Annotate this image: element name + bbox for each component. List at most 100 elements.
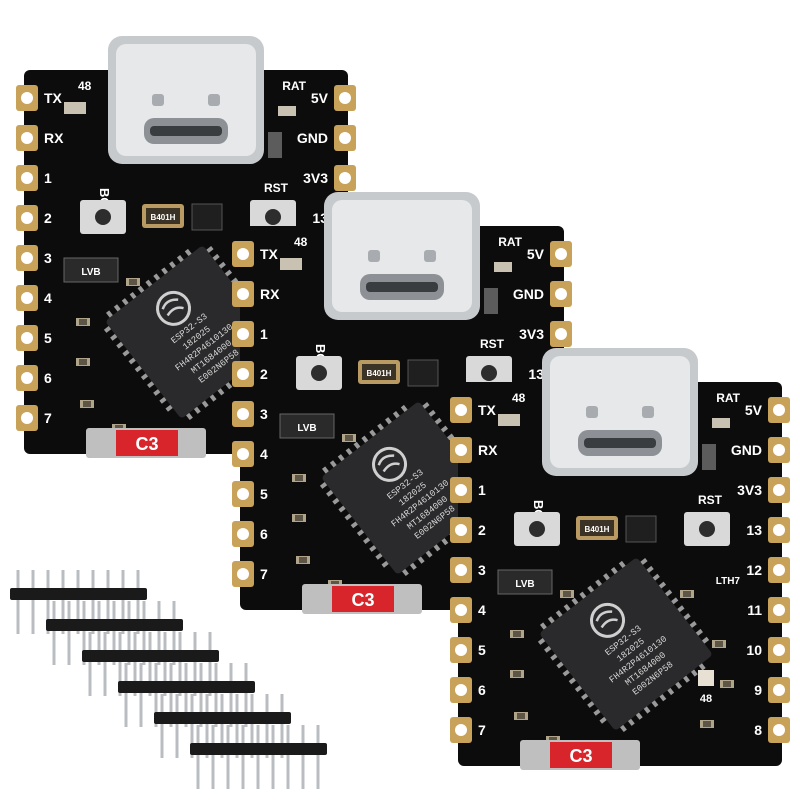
header-pin xyxy=(199,663,203,727)
chip-lead xyxy=(145,279,153,287)
header-pin xyxy=(286,725,290,789)
crystal-top xyxy=(580,520,614,536)
chip-lead xyxy=(701,636,710,644)
chip-lead xyxy=(137,285,145,293)
pin-label-right: 3V3 xyxy=(737,482,762,498)
usb-c-tongue xyxy=(150,126,222,136)
module-tag-label: C3 xyxy=(569,746,592,766)
chip-lead xyxy=(353,441,361,449)
header-pin xyxy=(133,632,137,696)
pad-hole-left xyxy=(21,132,33,144)
smd-capacitor-body xyxy=(345,435,353,441)
pin-header-strip xyxy=(46,601,183,665)
crystal-label: B401H xyxy=(367,369,392,378)
pin-label-left: 1 xyxy=(260,326,268,342)
smd-resistor xyxy=(278,106,296,116)
pin-label-right: 9 xyxy=(754,682,762,698)
rst-button-cap xyxy=(265,209,281,225)
pad-hole-left xyxy=(21,172,33,184)
pad-hole-left xyxy=(237,408,249,420)
chip-lead xyxy=(683,613,691,621)
chip-lead xyxy=(332,497,340,505)
chip-lead xyxy=(129,291,137,300)
chip-lead xyxy=(571,597,579,605)
crystal-top xyxy=(362,364,396,380)
pin-header-strip xyxy=(10,570,147,634)
header-pin xyxy=(316,725,320,789)
module-tag xyxy=(116,430,178,456)
chip-lead xyxy=(329,460,337,468)
board-svg: TX5VRXGND13V3213312411510697848RATBOOTRS… xyxy=(450,348,790,770)
chip-lead xyxy=(665,589,673,597)
chip-lead xyxy=(581,693,589,701)
chip-lead xyxy=(363,537,371,545)
chip-lead xyxy=(161,267,169,275)
boot-button-cap xyxy=(529,521,545,537)
header-pin xyxy=(250,694,254,758)
pin-label-left: TX xyxy=(260,246,279,262)
chip-lead xyxy=(409,562,417,570)
pin-label-left: 4 xyxy=(260,446,268,462)
smd-capacitor-body xyxy=(563,591,571,597)
rst-button-cap xyxy=(699,521,715,537)
chip-lead xyxy=(319,482,328,489)
header-pin xyxy=(301,725,305,789)
header-pin xyxy=(106,570,110,634)
chip-lead xyxy=(425,550,433,558)
chip-lead xyxy=(193,406,201,414)
chip-lead xyxy=(110,333,118,341)
esp32-s3-board-front: TX5VRXGND13V3213312411510697848RATBOOTRS… xyxy=(450,340,790,770)
pin-label-right: 12 xyxy=(746,562,762,578)
chip-lead xyxy=(338,505,346,513)
chip-lead xyxy=(184,248,192,257)
pad-hole-right xyxy=(339,172,351,184)
header-pin xyxy=(157,601,161,665)
chip-lead xyxy=(153,273,161,281)
pin-label-left: 7 xyxy=(260,566,268,582)
pad-hole-right xyxy=(773,484,785,496)
label-48: 48 xyxy=(78,79,92,93)
header-pin xyxy=(214,663,218,727)
pin-label-right: 5V xyxy=(527,246,545,262)
chip-lead xyxy=(635,712,643,720)
pin-label-left: 4 xyxy=(44,290,52,306)
crystal-top xyxy=(146,208,180,224)
header-plastic xyxy=(118,681,255,693)
ldo-chip xyxy=(63,257,119,283)
chip-lead xyxy=(385,417,392,425)
header-pin xyxy=(124,663,128,727)
chip-body xyxy=(540,558,712,730)
pad-hole-left xyxy=(237,248,249,260)
chip-lead xyxy=(165,404,173,412)
smd-capacitor-body xyxy=(513,671,521,677)
chip-lead xyxy=(620,724,627,733)
pad-hole-left xyxy=(455,604,467,616)
header-pin xyxy=(280,694,284,758)
header-pin xyxy=(172,601,176,665)
pad-hole-left xyxy=(455,724,467,736)
usb-c-latch xyxy=(586,406,598,418)
smd-capacitor-body xyxy=(295,515,303,521)
header-pin xyxy=(112,601,116,665)
header-pin xyxy=(139,663,143,727)
chip-lead xyxy=(201,400,209,408)
chip-lead xyxy=(369,545,377,552)
smd-capacitor-body xyxy=(715,641,723,647)
header-pin xyxy=(136,570,140,634)
header-pin xyxy=(148,632,152,696)
pad-hole-right xyxy=(773,444,785,456)
header-pin xyxy=(226,725,230,789)
pin-label-left: 5 xyxy=(44,330,52,346)
pad-hole-right xyxy=(773,684,785,696)
header-pin xyxy=(118,632,122,696)
chip-lead xyxy=(447,433,455,441)
crystal-label: B401H xyxy=(151,213,176,222)
ldo-chip xyxy=(497,569,553,595)
chip-lead xyxy=(212,253,220,261)
chip-lead xyxy=(224,269,233,277)
chip-lead xyxy=(593,708,601,716)
chip-lead xyxy=(547,616,555,624)
smd-capacitor-body xyxy=(83,401,91,407)
pin-header-strip xyxy=(118,663,255,727)
chip-lead xyxy=(337,454,345,462)
